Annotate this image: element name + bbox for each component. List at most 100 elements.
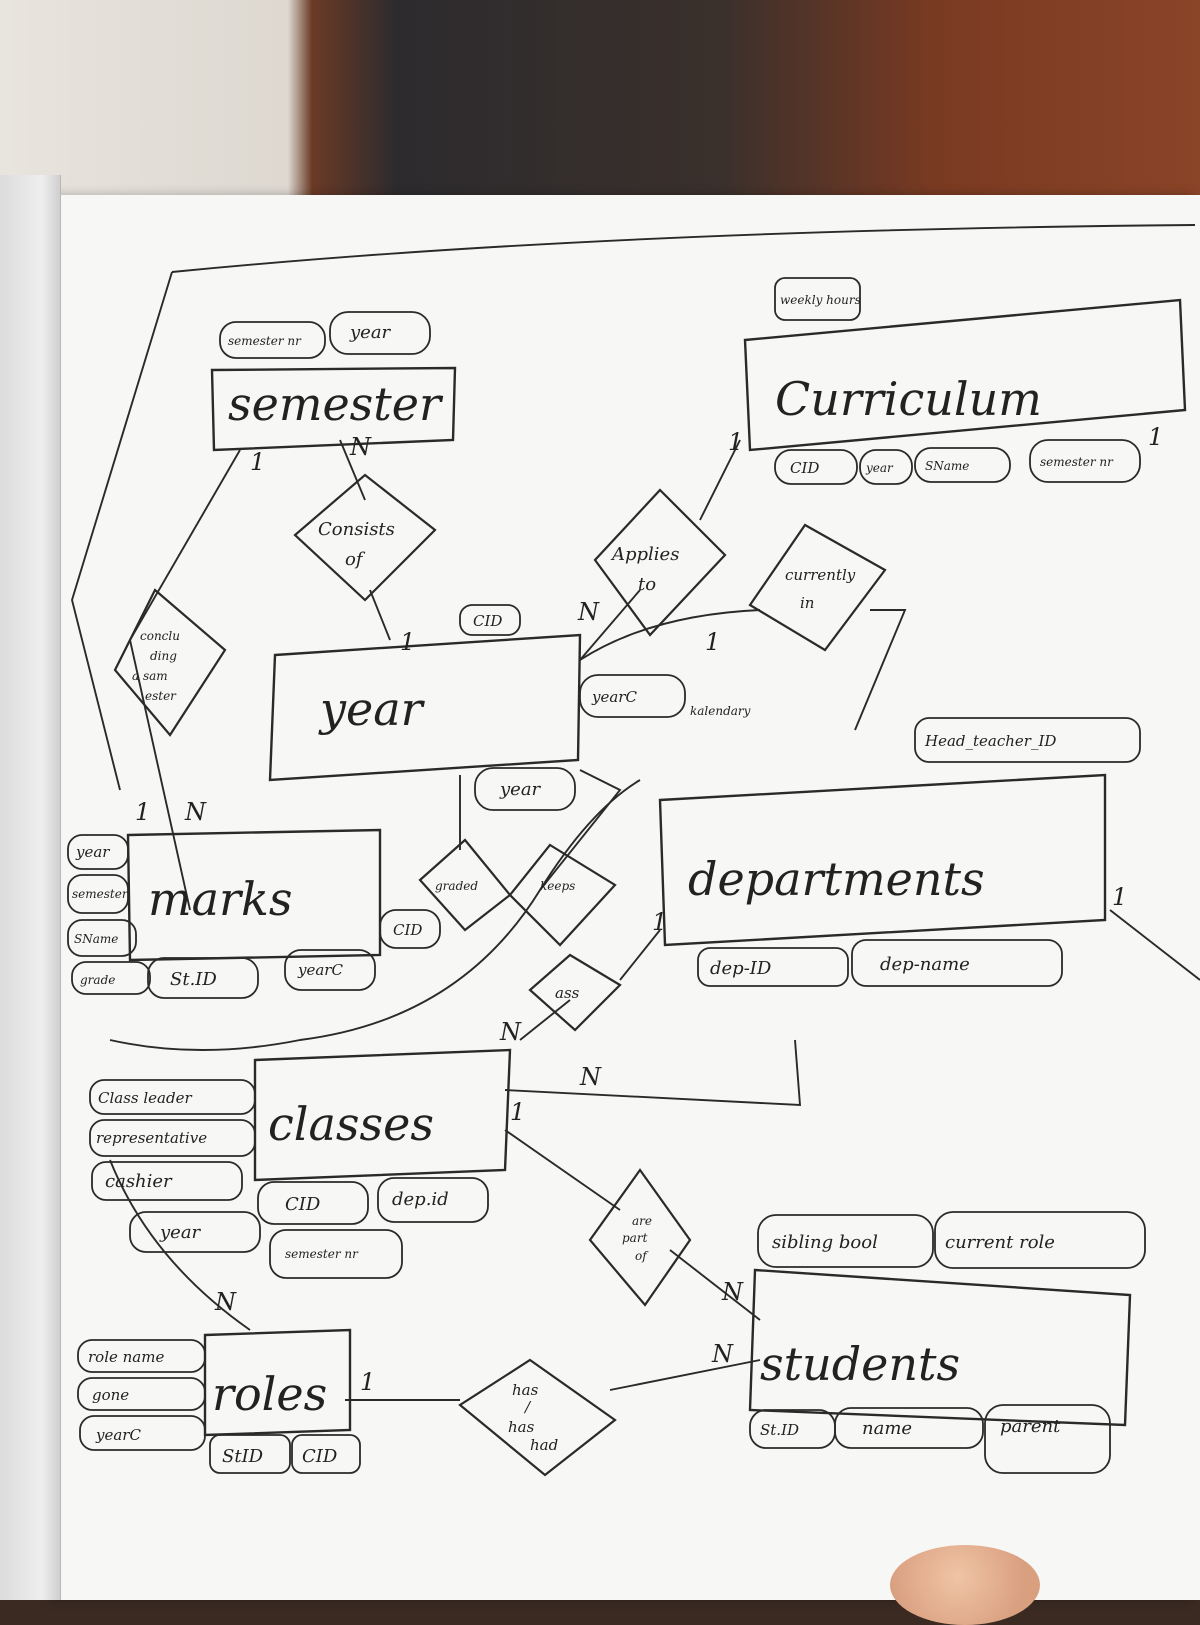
attr-curr-year: year [865,461,894,475]
attr-marks-year: year [75,843,110,861]
relationship-graded: graded [418,838,512,932]
attr-curr-semester-nr: semester nr [1040,455,1114,469]
attr-marks-stid: St.ID [170,969,217,990]
relationship-keeps: keeps [508,843,617,947]
card-curr-right-1: 1 [1148,423,1163,451]
attr-role-name: role name [88,1348,164,1366]
curriculum-label: Curriculum [775,372,1042,426]
attr-classes-cid: CID [285,1194,321,1215]
relationship-consists-of: Consists of [293,473,437,602]
card-semester-N: N [349,433,372,461]
attributes-classes: Class leader representative cashier year… [89,1079,489,1279]
attr-marks-semester: semester [72,887,129,901]
attributes-roles: role name gone yearC StID CID [77,1339,361,1474]
entity-semester: semester [210,366,457,452]
has-text-4: had [530,1436,558,1454]
attributes-students: sibling bool current role St.ID name par… [749,1211,1146,1474]
attr-current-role: current role [945,1232,1055,1253]
card-dept-right-1: 1 [1112,883,1127,911]
card-marks-N: N [184,798,207,826]
attr-curr-cid: CID [790,459,819,477]
attr-marks-yearc: yearC [297,961,343,979]
card-students-N2: N [711,1340,734,1368]
attr-cashier: cashier [105,1171,173,1192]
attr-students-parent: parent [1000,1416,1061,1437]
attr-weekly-hours: weekly hours [780,293,861,307]
attributes-curriculum: weekly hours CID year SName semester nr [774,277,1141,485]
connector-lines [71,224,1200,1401]
card-students-N1: N [721,1278,744,1306]
year-label: year [318,682,426,736]
attr-year-kalendary: kalendary [690,704,751,718]
part-of-text-2: part [622,1231,648,1245]
attr-year-yearc: yearC [591,688,637,706]
departments-label: departments [688,852,985,906]
relationship-applies-to: Applies to [593,488,727,637]
card-classes-1: 1 [510,1098,525,1126]
card-year-1: 1 [400,628,415,656]
attr-year-cid: CID [473,612,502,630]
entity-classes: classes [253,1048,512,1182]
relationship-concluding: conclu ding a sam ester [113,588,227,737]
attr-roles-cid: CID [302,1446,338,1467]
graded-text: graded [435,879,478,893]
card-roles-1: 1 [360,1368,375,1396]
card-classes-N: N [499,1018,522,1046]
card-curr-1: 1 [728,428,743,456]
card-year-curr-1: 1 [705,628,720,656]
attr-roles-gone: gone [92,1386,129,1404]
card-roles-N: N [214,1288,237,1316]
entity-year: year [268,633,582,782]
currently-text-1: currently [785,566,856,584]
attr-representative: representative [96,1129,207,1147]
attributes-departments: Head_teacher_ID dep-ID dep-name [697,717,1141,987]
attributes-marks: year semester SName grade St.ID yearC CI… [67,834,441,999]
attr-semester-year: year [349,322,392,343]
entity-students: students [748,1268,1132,1427]
part-of-text-1: are [632,1214,652,1228]
concluding-text-4: ester [145,689,177,703]
concluding-text-1: conclu [140,629,180,643]
has-text-1: has [512,1381,539,1399]
paper-sheet [55,195,1200,1600]
notebook-cover [0,175,61,1600]
classes-label: classes [268,1097,434,1151]
attr-semester-nr: semester nr [228,334,302,348]
card-semester-1: 1 [250,448,265,476]
roles-label: roles [212,1367,327,1421]
attr-classes-year: year [159,1222,202,1243]
applies-text-2: to [638,574,656,595]
relationship-currently-in: currently in [748,523,887,652]
concluding-text-3: a sam [132,669,168,683]
consists-text-2: of [345,549,366,570]
attributes-semester: semester nr year [219,311,431,359]
attr-classes-depid: dep.id [392,1189,449,1210]
attr-students-name: name [862,1418,912,1439]
attr-sibling-bool: sibling bool [772,1232,878,1253]
students-label: students [760,1337,960,1391]
semester-label: semester [228,377,444,431]
attr-class-leader: Class leader [98,1089,192,1107]
has-text-2: / [523,1398,532,1416]
attr-marks-cid: CID [393,921,422,939]
concluding-text-2: ding [150,649,177,663]
entity-roles: roles [203,1328,352,1437]
has-text-3: has [508,1418,535,1436]
marks-label: marks [148,872,293,926]
card-marks-1: 1 [135,798,150,826]
attr-students-stid: St.ID [760,1421,799,1439]
entity-curriculum: Curriculum [743,298,1187,452]
attr-year-year: year [499,779,542,800]
relationship-ass: ass [528,953,622,1032]
entity-departments: departments [658,773,1107,947]
card-dept-1: 1 [652,908,667,936]
attr-curr-sname: SName [925,459,969,473]
attr-roles-yearc: yearC [95,1426,141,1444]
keeps-text: keeps [540,879,575,893]
attr-dep-name: dep-name [880,954,970,975]
card-year-N: N [577,598,600,626]
relationship-has-had: has / has had [458,1358,617,1477]
applies-text-1: Applies [610,544,679,565]
attr-roles-stid: StID [222,1446,264,1467]
